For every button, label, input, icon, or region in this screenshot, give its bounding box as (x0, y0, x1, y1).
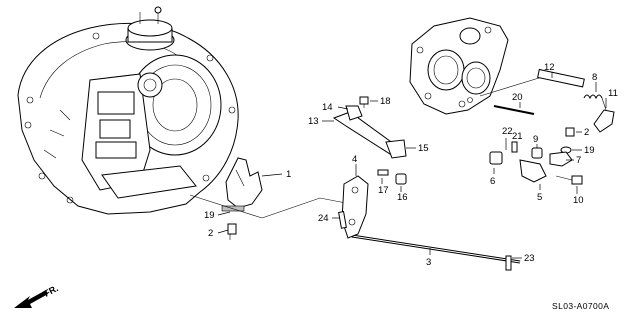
shift-fork (221, 157, 263, 212)
label-part-2-right: 2 (584, 127, 589, 138)
transmission-case-cover (409, 17, 509, 115)
diagram-code: SL03-A0700A (552, 301, 609, 311)
front-direction-label: FR. (42, 283, 59, 299)
front-direction-arrow-icon (14, 290, 48, 308)
bolt (555, 175, 583, 185)
bolt (359, 96, 369, 108)
label-part-1: 1 (286, 169, 291, 180)
label-part-9: 9 (533, 134, 538, 145)
label-part-6: 6 (490, 176, 495, 187)
label-part-11: 11 (608, 88, 618, 99)
label-part-20: 20 (512, 92, 523, 103)
label-part-12: 12 (544, 62, 555, 73)
shift-lever (519, 159, 547, 183)
label-part-2-left: 2 (208, 228, 213, 239)
bolt (565, 127, 575, 137)
label-part-18: 18 (380, 96, 391, 107)
label-part-14: 14 (322, 102, 333, 113)
transmission-housing (17, 6, 239, 215)
label-part-4: 4 (352, 154, 357, 165)
selector-arm (332, 105, 407, 159)
label-part-21: 21 (512, 131, 523, 142)
label-part-7: 7 (576, 155, 581, 166)
label-part-23: 23 (524, 253, 535, 264)
shift-rod (351, 234, 521, 264)
label-part-3: 3 (426, 257, 431, 268)
label-part-13: 13 (308, 116, 319, 127)
label-part-10: 10 (573, 195, 584, 206)
bolt (227, 223, 237, 240)
return-spring (583, 94, 607, 111)
lever-bracket (549, 151, 573, 167)
label-part-17: 17 (378, 185, 389, 196)
shift-shaft (537, 68, 585, 88)
label-part-19-left: 19 (204, 210, 215, 221)
interlock-lever (593, 109, 615, 133)
shift-arm (341, 175, 369, 239)
label-part-24: 24 (318, 213, 329, 224)
label-part-16: 16 (397, 192, 408, 203)
label-part-15: 15 (418, 143, 429, 154)
label-part-19-right: 19 (584, 145, 595, 156)
label-part-5: 5 (537, 192, 542, 203)
label-part-8: 8 (592, 72, 597, 83)
detent-assembly (489, 151, 503, 165)
label-part-22: 22 (502, 126, 513, 137)
